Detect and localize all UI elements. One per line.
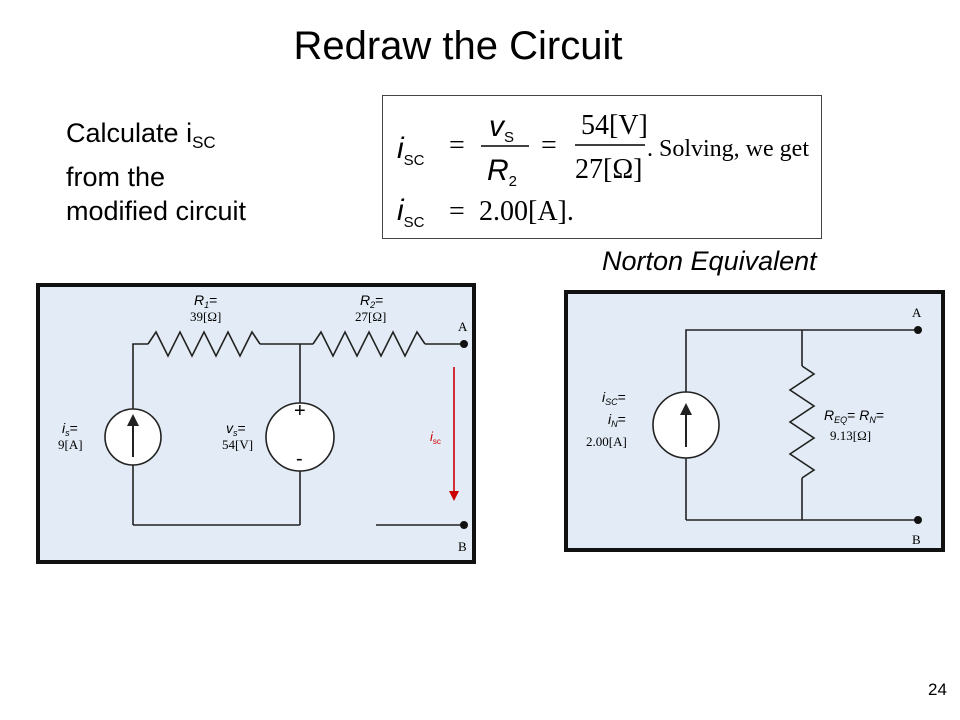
calc-line-1: Calculate iSC xyxy=(66,118,216,152)
eq-lhs: iSC xyxy=(397,132,425,169)
node-a-label: A xyxy=(458,319,468,334)
calc-line-3: modified circuit xyxy=(66,196,247,226)
node-b-label: B xyxy=(458,539,467,554)
is-value: 9[A] xyxy=(58,437,83,452)
r1-resistor xyxy=(147,330,261,358)
equation-box: iSC = vS R2 = 54[V] 27[Ω] . Solving, we … xyxy=(382,95,822,239)
norton-isc-label: iSC= xyxy=(602,389,626,407)
voltage-source-plus: + xyxy=(294,400,306,422)
terminal-b xyxy=(460,521,468,529)
equation-svg: iSC = vS R2 = 54[V] 27[Ω] . Solving, we … xyxy=(397,110,809,231)
calc-instruction: Calculate iSC from the modified circuit xyxy=(66,116,246,228)
current-source-arrowhead xyxy=(127,414,139,426)
calc-line-2: from the xyxy=(66,162,166,192)
eq2-result: 2.00[A]. xyxy=(479,196,574,227)
norton-circuit-diagram: A B iSC= iN= 2.00[A] REQ= RN= 9.13[Ω] xyxy=(586,305,922,547)
norton-source-arrowhead xyxy=(680,403,692,415)
eq-den-value: 27[Ω] xyxy=(575,154,642,185)
page-number: 24 xyxy=(928,680,947,699)
norton-equivalent-label: Norton Equivalent xyxy=(602,246,817,276)
is-label: is= xyxy=(62,420,78,438)
eq-numerator: vS xyxy=(489,110,514,146)
r2-value: 27[Ω] xyxy=(355,309,386,324)
voltage-source-minus: - xyxy=(296,448,303,470)
norton-req-label: REQ= RN= xyxy=(824,407,884,425)
voltage-source xyxy=(265,402,335,472)
r1-value: 39[Ω] xyxy=(190,309,221,324)
vs-value: 54[V] xyxy=(222,437,253,452)
isc-label: isc xyxy=(430,429,441,446)
norton-terminal-b xyxy=(914,516,922,524)
norton-node-a-label: A xyxy=(912,305,922,320)
norton-source-value: 2.00[A] xyxy=(586,434,627,449)
eq2-equals: = xyxy=(449,196,465,227)
r2-resistor xyxy=(312,330,426,358)
eq-equals-2: = xyxy=(541,130,557,161)
eq-num-value: 54[V] xyxy=(581,110,648,141)
modified-circuit-diagram: + - A B isc R1= 39[Ω] R2= 27[Ω] is= 9[A]… xyxy=(58,292,468,554)
eq-equals-1: = xyxy=(449,130,465,161)
norton-wires xyxy=(685,329,918,521)
norton-resistor xyxy=(788,365,816,479)
vs-label: vs= xyxy=(226,420,246,438)
terminal-a xyxy=(460,340,468,348)
norton-circuit-panel: A B iSC= iN= 2.00[A] REQ= RN= 9.13[Ω] xyxy=(564,290,945,552)
eq-denominator: R2 xyxy=(487,154,517,190)
r1-label: R1= xyxy=(194,292,217,310)
eq2-lhs: iSC xyxy=(397,194,425,231)
norton-node-b-label: B xyxy=(912,532,921,547)
circuit-wires xyxy=(132,330,464,526)
isc-arrowhead xyxy=(449,491,459,501)
page-title: Redraw the Circuit xyxy=(293,24,623,68)
r2-label: R2= xyxy=(360,292,383,310)
norton-in-label: iN= xyxy=(608,411,626,429)
modified-circuit-panel: + - A B isc R1= 39[Ω] R2= 27[Ω] is= 9[A]… xyxy=(36,283,476,564)
norton-r-value: 9.13[Ω] xyxy=(830,428,871,443)
norton-terminal-a xyxy=(914,326,922,334)
eq-solving-text: . Solving, we get xyxy=(647,136,809,162)
